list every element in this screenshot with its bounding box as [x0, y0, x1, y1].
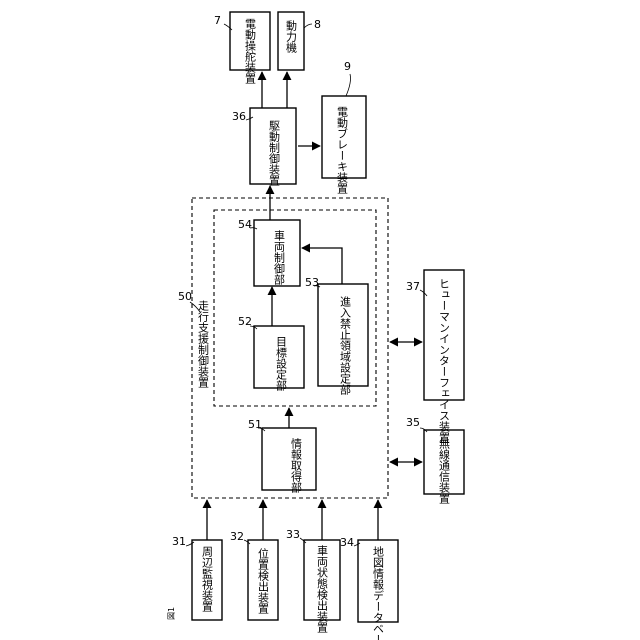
leader-line [304, 24, 312, 28]
box-34-number: 34 [340, 536, 354, 549]
box-7-label: 電動操舵装置 [244, 18, 257, 84]
figure-label: 図1 [167, 607, 176, 620]
box-37-label: ヒューマンインターフェイス装置 [438, 278, 451, 443]
box-7-number: 7 [214, 14, 221, 27]
box-35-number: 35 [406, 416, 420, 429]
box-53-label: 進入禁止領域設定部 [339, 296, 352, 395]
box-31-label: 周辺監視装置 [201, 546, 214, 612]
box-32-label: 位置検出装置 [257, 547, 270, 614]
box-54-number: 54 [238, 218, 252, 231]
box-37-number: 37 [406, 280, 420, 293]
box-8-label: 動力機 [285, 19, 298, 54]
box-36-number: 36 [232, 110, 246, 123]
box-53-number: 53 [305, 276, 319, 289]
box-52-number: 52 [238, 315, 252, 328]
travel-support-controller-number: 50 [178, 290, 192, 303]
box-9-label: 電動ブレーキ装置 [336, 106, 349, 194]
box-31-number: 31 [172, 535, 186, 548]
box-52-label: 目標設定部 [275, 336, 288, 391]
box-51-number: 51 [248, 418, 262, 431]
box-9-number: 9 [344, 60, 351, 73]
box-36-label: 駆動制御装置 [268, 120, 281, 186]
travel-support-controller-label: 走行支援制御装置 [197, 300, 210, 388]
box-8-number: 8 [314, 18, 321, 31]
box-33-label: 車両状態検出装置 [316, 544, 329, 633]
leader-line [346, 74, 351, 96]
box-51-label: 情報取得部 [290, 438, 303, 493]
box-32-number: 32 [230, 530, 244, 543]
box-33-number: 33 [286, 528, 300, 541]
box-54-label: 車両制御部 [273, 229, 286, 285]
box-35-label: 無線通信装置 [438, 437, 451, 504]
box-34-label: 地図情報データベース [372, 546, 385, 640]
